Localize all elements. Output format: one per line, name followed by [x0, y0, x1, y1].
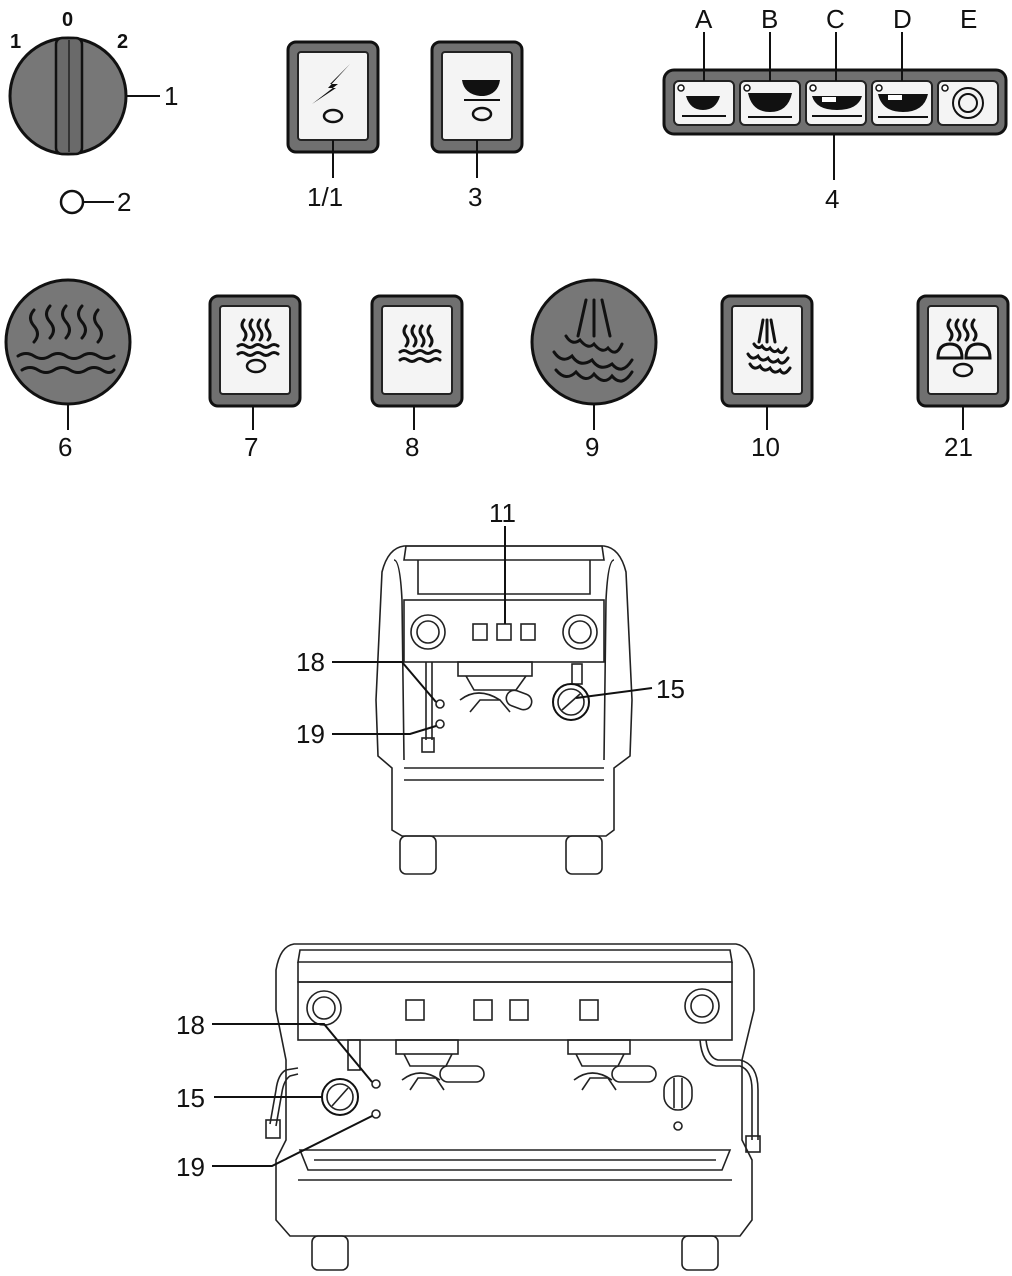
start-stop-icon — [952, 87, 984, 119]
hot-water-symbol — [4, 278, 132, 430]
m2-panel-button-3 — [509, 999, 529, 1021]
key-label-c: C — [826, 4, 845, 34]
m2-pilot-light-lower — [371, 1109, 381, 1119]
steam-symbol-callout: 9 — [585, 432, 599, 462]
hot-water-knob-right — [562, 614, 598, 650]
steam-symbol — [530, 278, 658, 430]
key-double-long-coffee — [871, 80, 933, 126]
led-ring-icon — [322, 108, 344, 124]
machine1-keypad-callout: 11 — [489, 498, 516, 528]
selector-callout: 1 — [164, 81, 178, 111]
hot-water-symbol-callout: 6 — [58, 432, 72, 462]
steam-button — [720, 294, 814, 430]
tea-water-button — [916, 294, 1010, 430]
hot-water-button-callout: 7 — [244, 432, 258, 462]
key-continuous-dispense — [937, 80, 999, 126]
power-button-callout: 1/1 — [307, 182, 343, 212]
tea-button-callout: 21 — [944, 432, 973, 462]
key-label-d: D — [893, 4, 912, 34]
coffee-button — [430, 40, 524, 178]
hot-water-button — [208, 294, 302, 430]
steam-waves-icon — [16, 304, 116, 374]
machine2-gauge-callout: 15 — [176, 1083, 205, 1113]
key-label-b: B — [761, 4, 778, 34]
m2-pilot-light-upper — [371, 1079, 381, 1089]
machine1-gauge-callout: 15 — [656, 674, 685, 704]
machine1-pilot-lower-callout: 19 — [296, 719, 325, 749]
selector-position-1: 1 — [10, 31, 21, 53]
steam-knob-left — [410, 614, 446, 650]
key-double-short-coffee — [805, 80, 867, 126]
pilot-light-callout: 2 — [117, 187, 131, 217]
m2-panel-button-1 — [405, 999, 425, 1021]
keypad-callout: 4 — [825, 184, 839, 214]
m2-panel-button-4 — [579, 999, 599, 1021]
steam-button-callout: 10 — [751, 432, 780, 462]
hot-water-button-no-led — [370, 294, 464, 430]
pilot-light-upper — [435, 699, 445, 709]
panel-button-3 — [520, 623, 536, 641]
panel-button-1 — [472, 623, 488, 641]
pilot-light — [59, 189, 114, 215]
key-label-e: E — [960, 4, 977, 34]
machine2-pilot-lower-callout: 19 — [176, 1152, 205, 1182]
small-cup-icon — [686, 96, 720, 110]
coffee-button-callout: 3 — [468, 182, 482, 212]
pilot-light-lower — [435, 719, 445, 729]
large-cup-icon — [748, 93, 792, 112]
hot-water-button-alt-callout: 8 — [405, 432, 419, 462]
m2-knob-left — [306, 990, 342, 1026]
steam-jet-icon — [552, 298, 634, 383]
machine1-pilot-upper-callout: 18 — [296, 647, 325, 677]
cup-icon — [462, 80, 500, 96]
m2-panel-button-2 — [473, 999, 493, 1021]
machine2-pilot-upper-callout: 18 — [176, 1010, 205, 1040]
lightning-icon — [312, 64, 350, 104]
m2-knob-right — [684, 988, 720, 1024]
panel-button-2 — [496, 623, 512, 641]
key-single-short-coffee — [673, 80, 735, 126]
two-group-machine — [212, 943, 761, 1271]
key-single-long-coffee — [739, 80, 801, 126]
single-group-machine — [332, 526, 653, 875]
selector-switch — [8, 36, 160, 156]
selector-position-0: 0 — [62, 9, 73, 31]
dosing-keypad — [662, 32, 1008, 180]
power-button — [286, 40, 380, 178]
selector-position-2: 2 — [117, 31, 128, 53]
key-label-a: A — [695, 4, 713, 34]
